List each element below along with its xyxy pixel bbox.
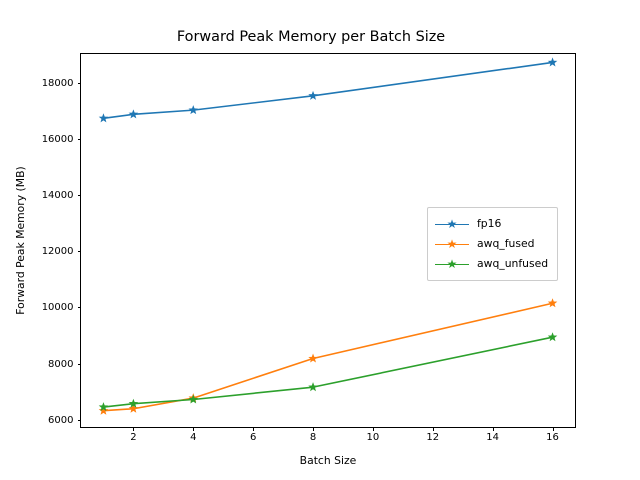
y-axis-tick: 10000 <box>42 303 81 313</box>
x-axis-tick <box>133 427 135 431</box>
x-axis-tick-label: 2 <box>130 432 137 443</box>
data-point-marker <box>128 398 139 408</box>
legend-swatch-icon: ★ <box>435 257 469 271</box>
legend-item-awq_unfused[interactable]: ★ awq_unfused <box>435 254 548 274</box>
data-point-marker <box>547 57 558 67</box>
x-axis-tick-label: 6 <box>249 432 257 443</box>
series-line <box>103 302 553 412</box>
plot-surface <box>81 54 575 427</box>
legend-line <box>435 224 469 225</box>
y-axis-tick: 16000 <box>42 135 81 145</box>
y-axis-tick: 14000 <box>42 191 81 201</box>
series-line <box>103 336 553 408</box>
data-point-marker <box>308 382 318 392</box>
data-point-marker <box>308 353 318 363</box>
data-point-marker <box>547 298 558 308</box>
x-axis-label: Batch Size <box>299 454 357 467</box>
x-axis-tick <box>372 427 374 431</box>
legend-star-icon: ★ <box>446 237 458 251</box>
series-line <box>103 61 553 120</box>
y-axis-tick-label: 18000 <box>41 77 74 89</box>
legend-item-fp16[interactable]: ★ fp16 <box>435 214 548 234</box>
x-axis-tick <box>492 427 494 431</box>
legend-item-label: awq_fused <box>477 237 535 250</box>
x-axis-tick-label: 10 <box>366 432 380 443</box>
legend-swatch-icon: ★ <box>435 237 469 251</box>
x-axis-tick-label: 14 <box>486 432 500 443</box>
y-axis-tick-label: 6000 <box>48 414 74 426</box>
y-axis-tick: 12000 <box>42 247 81 257</box>
legend-line <box>435 244 469 245</box>
series-fp16 <box>98 57 558 123</box>
data-point-marker <box>547 332 558 342</box>
chart-legend[interactable]: ★ fp16 ★ awq_fused ★ awq_unfused <box>427 207 559 281</box>
legend-star-icon: ★ <box>446 217 458 231</box>
series-awq_fused <box>98 298 558 415</box>
legend-star-icon: ★ <box>446 257 458 271</box>
x-axis-tick <box>193 427 195 431</box>
x-axis-tick <box>253 427 255 431</box>
legend-item-label: awq_unfused <box>477 257 549 270</box>
y-axis-tick-label: 12000 <box>41 246 74 258</box>
legend-item-awq_fused[interactable]: ★ awq_fused <box>435 234 548 254</box>
data-point-marker <box>128 109 139 119</box>
y-axis-tick-label: 16000 <box>41 134 74 146</box>
data-point-marker <box>188 394 199 404</box>
legend-item-label: fp16 <box>477 217 502 230</box>
x-axis-tick-label: 16 <box>546 432 559 443</box>
data-point-marker <box>188 105 199 115</box>
data-point-marker <box>308 90 318 100</box>
y-axis-tick-label: 10000 <box>41 302 74 314</box>
x-axis-tick-label: 8 <box>309 432 317 443</box>
series-canvas <box>98 57 558 415</box>
data-point-marker <box>98 405 109 415</box>
chart-title: Forward Peak Memory per Batch Size <box>176 29 446 45</box>
y-axis-tick: 6000 <box>48 415 81 425</box>
y-axis-tick: 8000 <box>48 359 81 369</box>
series-awq_unfused <box>98 332 558 412</box>
x-axis-tick <box>313 427 315 431</box>
data-point-marker <box>98 402 109 412</box>
legend-line <box>435 264 469 265</box>
legend-swatch-icon: ★ <box>435 217 469 231</box>
x-axis-tick <box>552 427 554 431</box>
plot-axes: 6000 8000 10000 12000 14000 16000 18000 2 4 6 8 10 1… <box>42 53 576 443</box>
x-axis-tick-label: 12 <box>426 432 440 443</box>
y-axis-tick-label: 14000 <box>41 190 74 202</box>
y-axis-label: Forward Peak Memory (MB) <box>14 166 27 315</box>
data-point-marker <box>128 403 139 413</box>
x-axis-tick-label: 4 <box>190 432 197 443</box>
data-point-marker <box>98 113 109 123</box>
x-axis-tick <box>432 427 434 431</box>
y-axis-tick-label: 8000 <box>48 358 74 370</box>
y-axis-tick: 18000 <box>42 78 81 88</box>
